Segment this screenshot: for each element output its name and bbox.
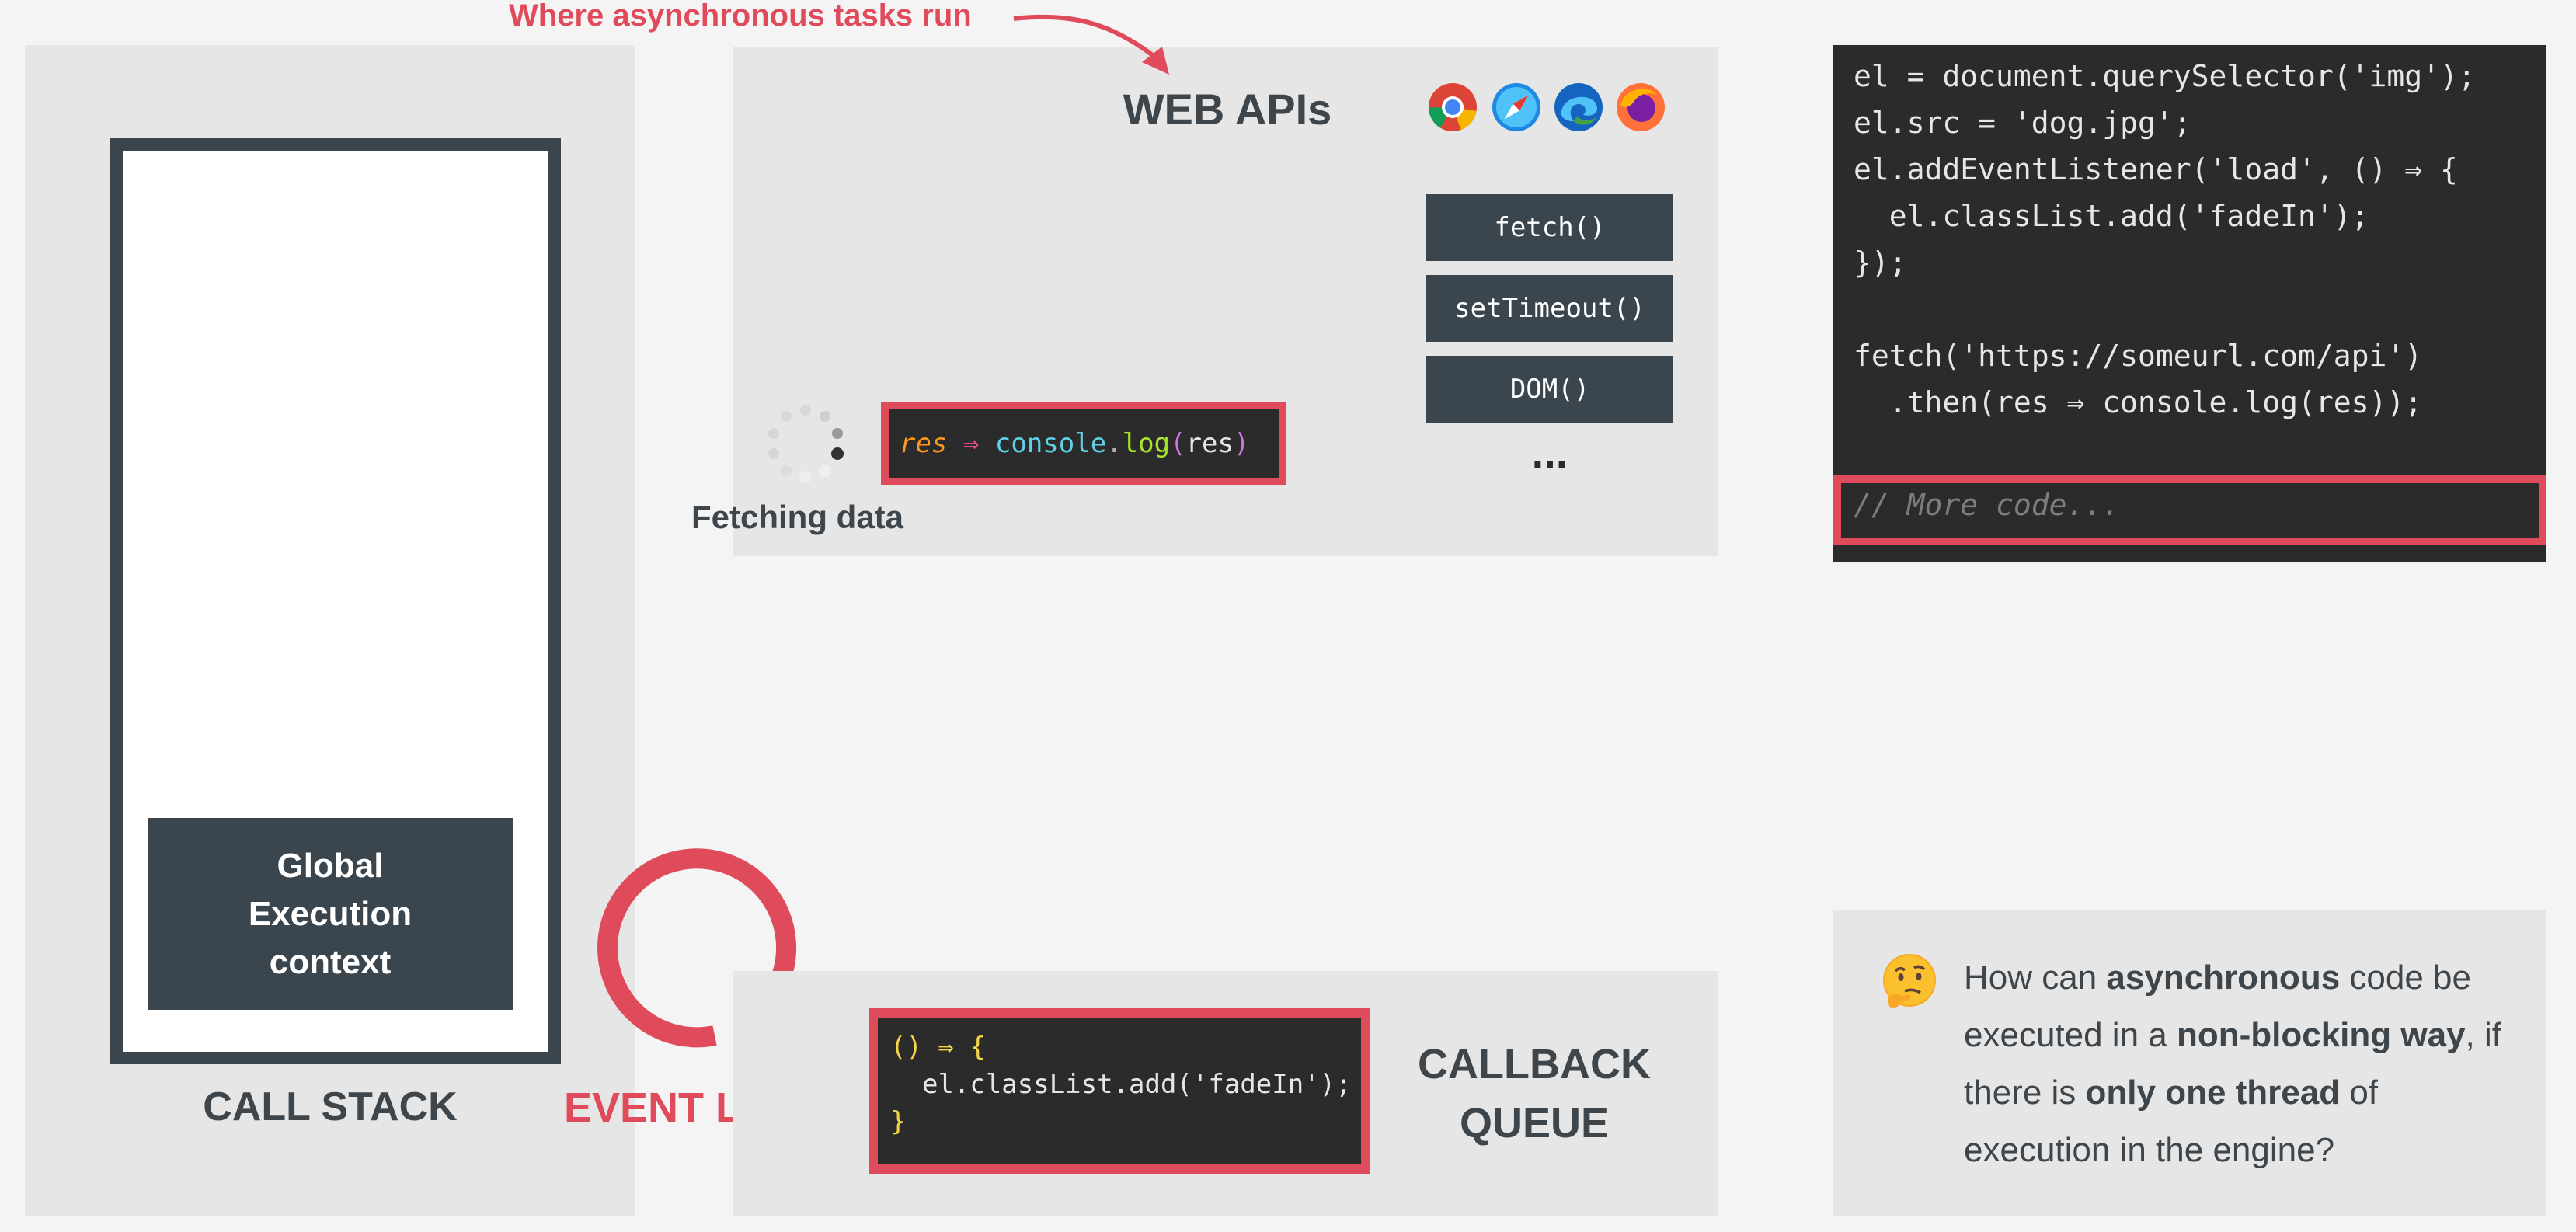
- chrome-icon: [1429, 83, 1477, 131]
- callback-object: console: [994, 428, 1107, 459]
- callback-param: res: [900, 428, 948, 459]
- global-execution-context-label: Global Execution context: [248, 846, 413, 981]
- queue-item-line-3: }: [890, 1106, 907, 1137]
- callback-dot: .: [1106, 428, 1123, 459]
- callback-argument: res: [1185, 428, 1234, 459]
- code-line-3: el.addEventListener('load', () ⇒ {: [1854, 152, 2458, 186]
- question-part-3: , if there is: [1964, 1016, 2501, 1112]
- queue-item-line-1: () ⇒ {: [890, 1032, 986, 1063]
- settimeout-api-box: setTimeout(): [1426, 275, 1673, 342]
- safari-icon: [1492, 83, 1540, 131]
- fetch-api-label: fetch(): [1494, 212, 1606, 243]
- pending-callback-box: res ⇒ console.log(res): [881, 402, 1286, 485]
- more-code-highlight: // More code...: [1833, 475, 2546, 545]
- question-part-4: of execution in the engine?: [1964, 1074, 2379, 1169]
- question-text: How can asynchronous code be executed in…: [1964, 949, 2531, 1179]
- question-emphasis-non-blocking: non-blocking way: [2176, 1016, 2466, 1054]
- fetching-data-label: Fetching data: [691, 499, 904, 535]
- firefox-icon: [1617, 83, 1665, 131]
- web-apis-title: WEB APIs: [1123, 85, 1332, 134]
- code-line-2: el.src = 'dog.jpg';: [1854, 106, 2191, 140]
- code-line-8-text: .then(res ⇒ console.log(res));: [1854, 385, 2423, 419]
- loading-spinner-icon: [768, 405, 844, 483]
- question-part-2: code be executed in a: [1964, 959, 2471, 1054]
- edge-icon: [1554, 83, 1603, 131]
- code-line-7: fetch('https://someurl.com/api'): [1854, 339, 2422, 373]
- more-code-comment: // More code...: [1841, 483, 2539, 538]
- settimeout-api-label: setTimeout(): [1454, 293, 1645, 324]
- code-line-4: el.classList.add('fadeIn');: [1854, 199, 2369, 233]
- thinking-face-icon: [1883, 954, 1936, 1008]
- callback-close-paren: ): [1233, 428, 1250, 459]
- question-panel: [1833, 910, 2546, 1216]
- global-execution-context: Global Execution context: [148, 818, 513, 1010]
- callback-queue-label: CALLBACK QUEUE: [1418, 1041, 1651, 1147]
- code-line-3-text: el.addEventListener('load', () ⇒ {: [1854, 152, 2458, 186]
- callback-function: log: [1122, 428, 1171, 459]
- annotation-arrow-icon: [1013, 14, 1169, 75]
- question-emphasis-asynchronous: asynchronous: [2106, 959, 2341, 997]
- code-line-2-text: el.src = 'dog.jpg';: [1854, 106, 2191, 140]
- code-line-5: });: [1854, 245, 1907, 280]
- code-line-8: .then(res ⇒ console.log(res));: [1854, 385, 2422, 419]
- more-apis-ellipsis: ...: [1531, 428, 1568, 477]
- question-emphasis-one-thread: only one thread: [2085, 1074, 2341, 1112]
- dom-api-box: DOM(): [1426, 356, 1673, 423]
- code-line-1: el = document.querySelector('img');: [1854, 59, 2476, 93]
- code-line-1-text: el = document.querySelector('img');: [1854, 59, 2476, 93]
- queue-item-line-2: el.classList.add('fadeIn');: [890, 1069, 1352, 1100]
- dom-api-label: DOM(): [1509, 374, 1590, 405]
- call-stack-label: CALL STACK: [203, 1084, 458, 1129]
- code-line-4-text: el.classList.add('fadeIn');: [1854, 199, 2369, 233]
- callback-queue-item: () ⇒ { el.classList.add('fadeIn');}: [869, 1008, 1370, 1174]
- annotation-label: Where asynchronous tasks run: [509, 0, 972, 33]
- callback-arrow: ⇒: [963, 428, 980, 459]
- code-line-7-text: fetch('https://someurl.com/api'): [1854, 339, 2423, 373]
- fetch-api-box: fetch(): [1426, 194, 1673, 261]
- callback-open-paren: (: [1170, 428, 1186, 459]
- question-part-1: How can: [1964, 959, 2107, 997]
- code-line-5-text: });: [1854, 245, 1907, 280]
